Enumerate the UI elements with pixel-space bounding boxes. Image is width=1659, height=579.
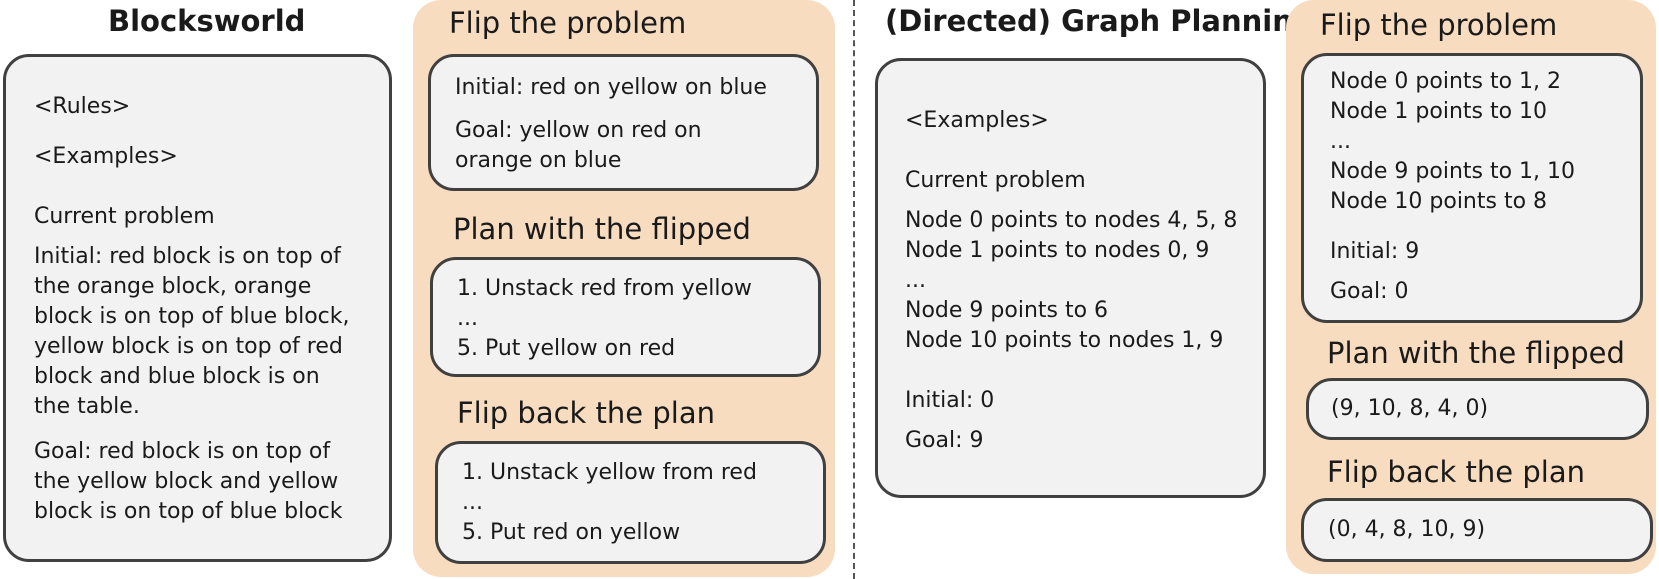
current-problem-label: Current problem — [34, 204, 215, 229]
flipped-plan-box: (9, 10, 8, 4, 0) — [1306, 378, 1649, 440]
flipped-initial: Initial: red on yellow on blue — [455, 75, 767, 100]
initial-line: Initial: red block is on top of — [34, 244, 341, 269]
flipped-node-line: Node 10 points to 8 — [1330, 189, 1548, 214]
flipped-initial: Initial: 9 — [1330, 239, 1420, 264]
current-problem-label: Current problem — [905, 168, 1086, 193]
rules-placeholder: <Rules> — [34, 94, 131, 119]
flipped-plan-path: (9, 10, 8, 4, 0) — [1331, 396, 1489, 421]
back-plan-step: 1. Unstack yellow from red — [462, 460, 757, 485]
initial-line: the table. — [34, 394, 140, 419]
back-plan-path: (0, 4, 8, 10, 9) — [1328, 517, 1486, 542]
initial-line: block is on top of blue block, — [34, 304, 350, 329]
plan-step: 1. Unstack red from yellow — [457, 276, 752, 301]
flipped-back-plan-box: (0, 4, 8, 10, 9) — [1301, 498, 1653, 562]
flipped-node-line: Node 9 points to 1, 10 — [1330, 159, 1576, 184]
flipped-goal-line: Goal: yellow on red on — [455, 118, 702, 143]
flipped-node-line: Node 1 points to 10 — [1330, 99, 1548, 124]
flip-problem-heading: Flip the problem — [449, 6, 687, 40]
flipped-problem-box: Initial: red on yellow on blue Goal: yel… — [428, 54, 819, 191]
examples-placeholder: <Examples> — [34, 144, 178, 169]
back-plan-step: 5. Put red on yellow — [462, 520, 681, 545]
back-plan-ellipsis: ... — [462, 490, 483, 515]
flipped-node-line: Node 0 points to 1, 2 — [1330, 69, 1562, 94]
flipped-problem-box: Node 0 points to 1, 2 Node 1 points to 1… — [1301, 53, 1643, 323]
column-divider — [853, 0, 855, 579]
plan-flipped-heading: Plan with the flipped — [453, 212, 751, 246]
goal-line: Goal: red block is on top of — [34, 439, 331, 464]
graph-planning-title: (Directed) Graph Planning — [885, 4, 1314, 38]
examples-placeholder: <Examples> — [905, 108, 1049, 133]
flipped-goal-line: orange on blue — [455, 148, 622, 173]
flipped-node-ellipsis: ... — [1330, 129, 1351, 154]
flip-back-heading: Flip back the plan — [1327, 455, 1585, 489]
flip-back-heading: Flip back the plan — [457, 396, 715, 430]
graph-problem-box: <Examples> Current problem Node 0 points… — [875, 58, 1266, 498]
initial-line: block and blue block is on — [34, 364, 320, 389]
plan-flipped-heading: Plan with the flipped — [1327, 336, 1625, 370]
initial-line: yellow block is on top of red — [34, 334, 343, 359]
blocksworld-problem-box: <Rules> <Examples> Current problem Initi… — [3, 54, 392, 562]
initial-line: the orange block, orange — [34, 274, 312, 299]
node-line: Node 1 points to nodes 0, 9 — [905, 238, 1210, 263]
blocksworld-title: Blocksworld — [108, 4, 306, 38]
plan-step: 5. Put yellow on red — [457, 336, 676, 361]
node-line: Node 10 points to nodes 1, 9 — [905, 328, 1224, 353]
goal-line: block is on top of blue block — [34, 499, 343, 524]
goal-line: the yellow block and yellow — [34, 469, 339, 494]
plan-ellipsis: ... — [457, 306, 478, 331]
flip-problem-heading: Flip the problem — [1320, 8, 1558, 42]
flipped-goal: Goal: 0 — [1330, 279, 1409, 304]
node-line: Node 9 points to 6 — [905, 298, 1109, 323]
graph-flip-panel: Flip the problem Node 0 points to 1, 2 N… — [1286, 0, 1656, 574]
node-ellipsis: ... — [905, 268, 926, 293]
blocksworld-flip-panel: Flip the problem Initial: red on yellow … — [413, 0, 835, 577]
goal-line: Goal: 9 — [905, 428, 984, 453]
flipped-plan-box: 1. Unstack red from yellow ... 5. Put ye… — [430, 257, 821, 377]
node-line: Node 0 points to nodes 4, 5, 8 — [905, 208, 1238, 233]
flipped-back-plan-box: 1. Unstack yellow from red ... 5. Put re… — [435, 441, 826, 564]
initial-line: Initial: 0 — [905, 388, 995, 413]
